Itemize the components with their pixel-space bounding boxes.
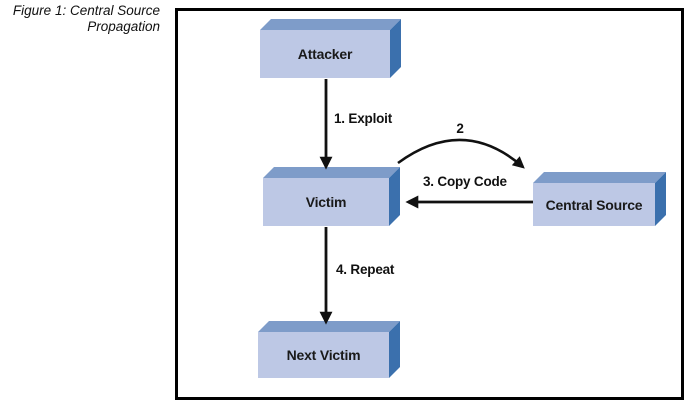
node-attacker-top-bevel (260, 19, 401, 30)
node-central-source-side-bevel (655, 172, 666, 226)
diagram-frame: Attacker Victim Central Source Next Vict… (175, 8, 684, 400)
node-next-victim-side-bevel (389, 321, 400, 378)
node-central-source-label: Central Source (545, 196, 643, 213)
edge-exploit-label: 1. Exploit (334, 111, 393, 126)
node-attacker-face: Attacker (260, 30, 390, 78)
edge-request-label: 2 (456, 121, 464, 136)
edge-request-arrow (397, 138, 525, 169)
edge-copy-code-label: 3. Copy Code (423, 174, 507, 189)
node-victim-top-bevel (263, 167, 400, 178)
edge-repeat-label: 4. Repeat (336, 262, 395, 277)
node-next-victim-label: Next Victim (286, 347, 361, 363)
node-attacker-label: Attacker (297, 46, 353, 62)
figure-caption-line-1: Figure 1: Central Source (12, 3, 160, 18)
figure-caption-line-2: Propagation (87, 19, 160, 34)
node-central-source-face: Central Source (533, 183, 655, 226)
node-next-victim-top-bevel (258, 321, 400, 332)
node-central-source-top-bevel (533, 172, 666, 183)
node-next-victim-face: Next Victim (258, 332, 389, 378)
node-victim-side-bevel (389, 167, 400, 226)
node-attacker-side-bevel (390, 19, 401, 78)
node-victim-face: Victim (263, 178, 389, 226)
figure-caption: Figure 1: Central Source Propagation (2, 3, 160, 35)
node-victim-label: Victim (305, 194, 347, 210)
